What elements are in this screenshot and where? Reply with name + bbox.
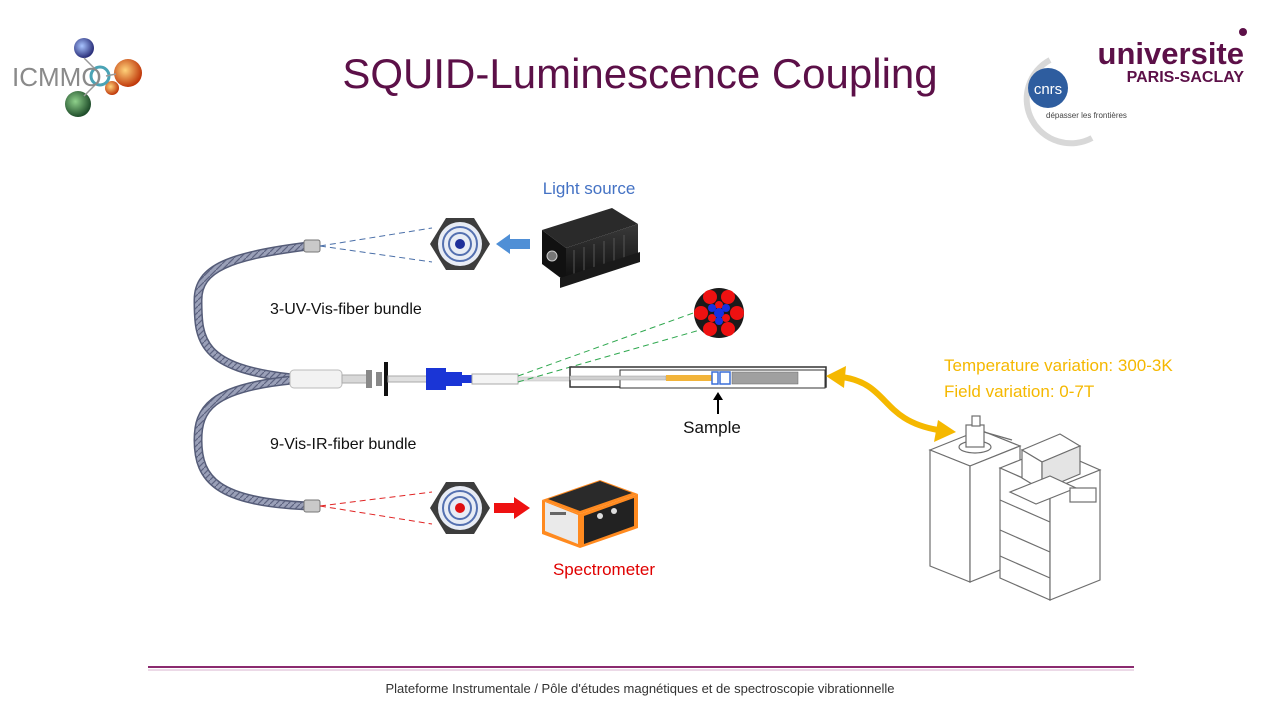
icmmo-logo-text: ICMMO [12,62,102,92]
icmmo-logo: ICMMO [12,38,142,117]
spectrometer-device [542,480,638,548]
yellow-link-line [841,374,939,433]
light-source-device [542,208,640,288]
sample-pointer-arrow-icon [713,392,723,400]
page-title: SQUID-Luminescence Coupling [342,50,937,97]
squid-link-arrow [826,366,956,442]
icmmo-orb-icon [105,81,119,95]
university-logo-line1: universite [1098,36,1244,71]
cnrs-logo: cnrs dépasser les frontières [1023,57,1127,147]
uv-input-optics [319,218,490,270]
sample-capsule-icon [711,371,719,385]
temperature-variation-label: Temperature variation: 300-3K [944,356,1173,375]
probe-assembly [289,362,571,396]
cnrs-badge-icon [1028,68,1068,108]
yellow-arrowhead-left-icon [826,366,846,388]
uv-fiber-connector [303,239,321,253]
sample-holder [569,366,827,414]
ir-fiber-connector [303,499,321,513]
blue-connector-icon [426,368,446,390]
yellow-arrowhead-right-icon [934,420,956,442]
icmmo-orb-icon [114,59,142,87]
university-logo: universite PARIS-SACLAY [1098,28,1247,86]
uv-fiber-core-icon [455,239,465,249]
sample-plunger [731,371,799,385]
light-source-label: Light source [543,179,636,198]
fiber-bundles [193,239,321,513]
sample-rod-icon [666,375,712,381]
field-variation-label: Field variation: 0-7T [944,382,1094,401]
university-logo-line2: PARIS-SACLAY [1127,69,1245,86]
fiber-junction [289,369,343,389]
icmmo-orb-icon [74,38,94,58]
icmmo-orb-icon [65,91,91,117]
light-source-port-icon [546,250,558,262]
uv-fiber-braid [194,243,309,381]
ir-fiber-core-icon [455,503,465,513]
footer-text: Plateforme Instrumentale / Pôle d'études… [385,681,894,696]
spectrometer-label: Spectrometer [553,560,655,579]
sample-label: Sample [683,418,741,437]
fiber-cross-section [517,288,744,383]
uv-bundle-label: 3-UV-Vis-fiber bundle [270,301,422,318]
squid-magnetometer [928,415,1102,601]
flange-plate [384,362,388,396]
university-dot-icon [1239,28,1247,36]
ir-fiber-braid [194,377,309,509]
ir-output-optics [319,482,490,534]
spectrometer-port-icon [597,513,603,519]
cnrs-logo-text: cnrs [1034,81,1062,98]
cnrs-tagline: dépasser les frontières [1046,111,1127,120]
light-input-arrow-icon [496,234,530,254]
spectrometer-output-arrow-icon [494,497,530,519]
ir-bundle-label: 9-Vis-IR-fiber bundle [270,436,417,453]
